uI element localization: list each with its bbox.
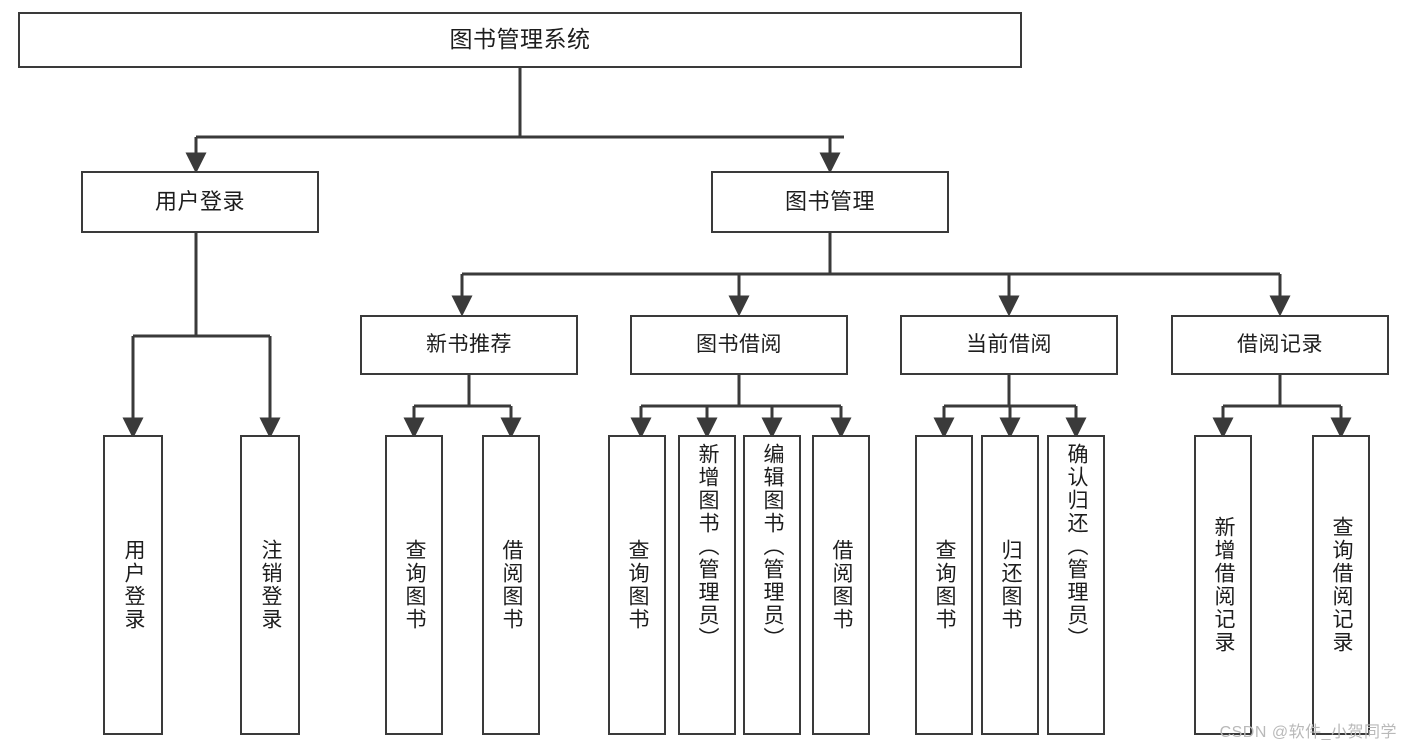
node-current-borrow-label: 当前借阅 [966, 332, 1052, 356]
node-leaf-edit-book-label: 编辑图书（管理员） [761, 443, 785, 650]
node-leaf-add-borrow-record[interactable]: 新增借阅记录 [1194, 435, 1252, 735]
node-leaf-borrow-book-2-label: 借阅图书 [830, 539, 854, 631]
node-root-book-management-system[interactable]: 图书管理系统 [18, 12, 1022, 68]
node-leaf-borrow-book-2[interactable]: 借阅图书 [812, 435, 870, 735]
node-book-manage[interactable]: 图书管理 [711, 171, 949, 233]
node-leaf-user-login[interactable]: 用户登录 [103, 435, 163, 735]
node-leaf-logout-login-label: 注销登录 [259, 539, 283, 631]
node-leaf-query-book-3[interactable]: 查询图书 [915, 435, 973, 735]
node-leaf-query-borrow-record[interactable]: 查询借阅记录 [1312, 435, 1370, 735]
node-leaf-add-book-label: 新增图书（管理员） [696, 443, 720, 650]
node-leaf-confirm-return-label: 确认归还（管理员） [1065, 443, 1089, 650]
node-leaf-query-book-2-label: 查询图书 [626, 539, 650, 631]
node-leaf-return-book-label: 归还图书 [999, 539, 1023, 631]
node-book-borrow-label: 图书借阅 [696, 332, 782, 356]
node-borrow-record[interactable]: 借阅记录 [1171, 315, 1389, 375]
node-root-label: 图书管理系统 [449, 26, 591, 53]
node-leaf-edit-book[interactable]: 编辑图书（管理员） [743, 435, 801, 735]
node-leaf-borrow-book-1[interactable]: 借阅图书 [482, 435, 540, 735]
node-new-book-recommend[interactable]: 新书推荐 [360, 315, 578, 375]
node-leaf-query-book-3-label: 查询图书 [933, 539, 957, 631]
node-leaf-query-book-1[interactable]: 查询图书 [385, 435, 443, 735]
node-leaf-confirm-return[interactable]: 确认归还（管理员） [1047, 435, 1105, 735]
node-leaf-user-login-label: 用户登录 [122, 539, 146, 631]
node-leaf-query-borrow-record-label: 查询借阅记录 [1330, 516, 1354, 654]
node-new-book-recommend-label: 新书推荐 [426, 332, 512, 356]
watermark-text: CSDN @软件_小贺同学 [1219, 724, 1397, 741]
node-leaf-return-book[interactable]: 归还图书 [981, 435, 1039, 735]
node-leaf-query-book-2[interactable]: 查询图书 [608, 435, 666, 735]
node-leaf-query-book-1-label: 查询图书 [403, 539, 427, 631]
node-current-borrow[interactable]: 当前借阅 [900, 315, 1118, 375]
node-leaf-add-book[interactable]: 新增图书（管理员） [678, 435, 736, 735]
node-leaf-borrow-book-1-label: 借阅图书 [500, 539, 524, 631]
node-user-login[interactable]: 用户登录 [81, 171, 319, 233]
node-book-borrow[interactable]: 图书借阅 [630, 315, 848, 375]
node-leaf-add-borrow-record-label: 新增借阅记录 [1212, 516, 1236, 654]
node-book-manage-label: 图书管理 [784, 189, 875, 215]
node-leaf-logout-login[interactable]: 注销登录 [240, 435, 300, 735]
node-borrow-record-label: 借阅记录 [1237, 332, 1323, 356]
node-user-login-label: 用户登录 [154, 189, 245, 215]
